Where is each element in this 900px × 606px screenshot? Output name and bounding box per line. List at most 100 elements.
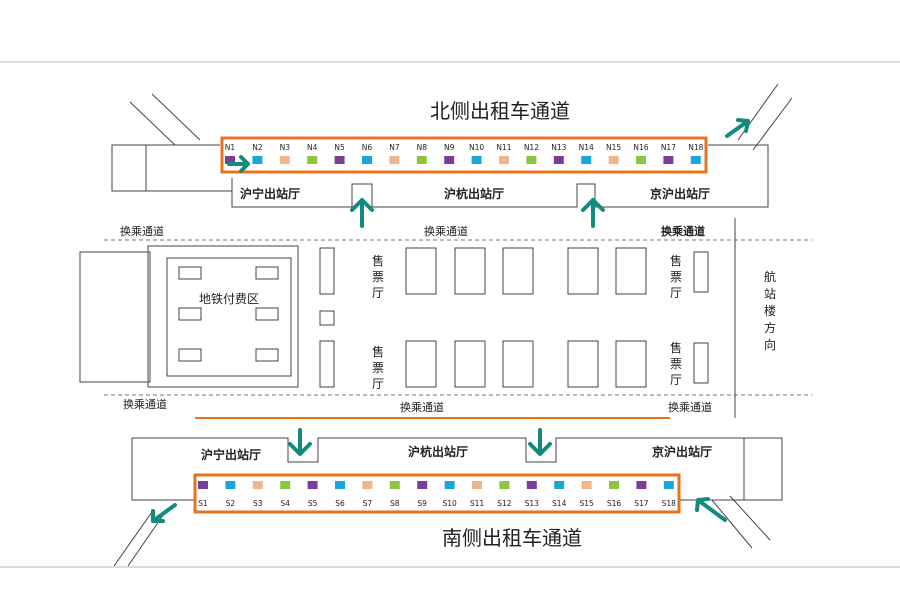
north-slot-marker [416,156,427,164]
north-up-arrow-1 [350,198,374,228]
north-slot-label: N13 [551,143,566,152]
south-slot-label: S2 [226,499,236,508]
south-slot-marker [417,481,428,489]
south-exit-arrow [151,503,177,523]
south-slot-marker [499,481,510,489]
south-slot-label: S10 [442,499,457,508]
north-slot-label: N18 [688,143,703,152]
north-slot-label: N7 [389,143,400,152]
north-slot-marker [307,156,318,164]
south-lane-highlight [193,473,681,514]
flow-arrows [151,118,750,523]
north-slot-label: N15 [606,143,621,152]
south-slot-marker [444,481,455,489]
ticket-hall-d-char-2: 票 [670,357,682,371]
south-slot-label: S1 [198,499,208,508]
south-slot-label: S13 [525,499,540,508]
terminal-direction-char-3: 楼 [764,303,776,318]
concourse-outline [79,218,812,418]
south-hall-jing-hu: 京沪出站厅 [652,444,712,459]
ticket-hall-labels: 售 票 厅 售 票 厅 售 票 厅 售 票 厅 [372,253,682,391]
south-slot-label: S12 [497,499,512,508]
north-slot-marker [581,156,592,164]
north-slot-marker [279,156,290,164]
south-slot-marker [252,481,263,489]
south-slot-marker [609,481,619,489]
north-up-arrow-2 [581,198,605,228]
transfer-label-top-right: 换乘通道 [661,224,705,238]
north-slot-label: N11 [496,143,511,152]
north-lane-structure [111,83,793,208]
terminal-direction-char-4: 方 [764,320,776,335]
north-slot-marker [334,156,345,164]
metro-paid-area-label: 地铁付费区 [199,292,259,306]
south-slot-marker [362,481,373,489]
south-slot-label: S18 [662,499,677,508]
north-hall-hu-hang: 沪杭出站厅 [444,186,504,201]
north-slot-marker [252,156,263,164]
south-hall-hu-hang: 沪杭出站厅 [408,444,468,459]
south-slot-label: S9 [417,499,427,508]
terminal-direction-char-5: 向 [764,337,776,352]
north-slot-label: N2 [252,143,263,152]
north-slot-label: N14 [579,143,594,152]
north-slot-marker [690,156,701,164]
metro-gates [178,266,279,362]
transfer-label-top-left: 换乘通道 [120,224,164,238]
north-slot-label: N5 [334,143,345,152]
south-down-arrow-2 [528,428,552,456]
north-hall-hu-ning: 沪宁出站厅 [240,186,300,201]
north-slot-marker [444,156,455,164]
north-slot-label: N1 [225,143,236,152]
south-slot-marker [307,481,318,489]
north-slot-marker [499,156,509,164]
north-slot-marker [608,156,619,164]
south-entry-arrow [695,497,727,522]
ticket-hall-b-char-2: 票 [372,361,384,375]
north-slot-label: N4 [307,143,318,152]
terminal-direction-char-2: 站 [764,287,776,301]
north-slot-marker [225,156,235,164]
south-slot-label: S5 [308,499,318,508]
north-entry-arrow [227,155,250,173]
south-slot-label: S15 [579,499,594,508]
north-slot-marker [636,156,646,164]
south-slot-marker [198,481,208,489]
south-slot-marker [472,481,482,489]
transfer-label-bottom-center: 换乘通道 [400,400,444,414]
south-slot-label: S4 [280,499,290,508]
north-slot-label: N10 [469,143,484,152]
ticket-hall-a-char-1: 售 [372,253,384,268]
transfer-label-bottom-left: 换乘通道 [123,397,167,411]
north-slot-label: N16 [633,143,648,152]
ticket-hall-b-char-1: 售 [372,344,384,359]
south-slot-marker [280,481,291,489]
ticket-hall-a-char-2: 票 [372,270,384,284]
south-slot-marker [663,481,674,489]
south-slot-marker [225,481,236,489]
north-slot-marker [663,156,674,164]
south-slot-marker [526,481,537,489]
north-hall-jing-hu: 京沪出站厅 [650,186,710,201]
south-lane-title: 南侧出租车通道 [442,526,582,550]
north-slot-label: N3 [280,143,291,152]
north-lane-highlight [220,136,708,174]
north-slot-marker [362,156,372,164]
south-slot-marker [389,481,400,489]
south-slot-label: S11 [470,499,485,508]
north-slot-marker [526,156,537,164]
south-slot-label: S7 [363,499,373,508]
north-slot-label: N12 [524,143,539,152]
south-slot-marker [554,481,565,489]
south-slot-marker [636,481,647,489]
south-slot-marker [335,481,345,489]
south-slot-label: S6 [335,499,345,508]
ticket-hall-c-char-3: 厅 [670,286,682,300]
north-exit-arrow [725,118,750,138]
south-slot-label: S3 [253,499,263,508]
south-slot-label: S14 [552,499,567,508]
terminal-direction-char-1: 航 [764,269,776,284]
